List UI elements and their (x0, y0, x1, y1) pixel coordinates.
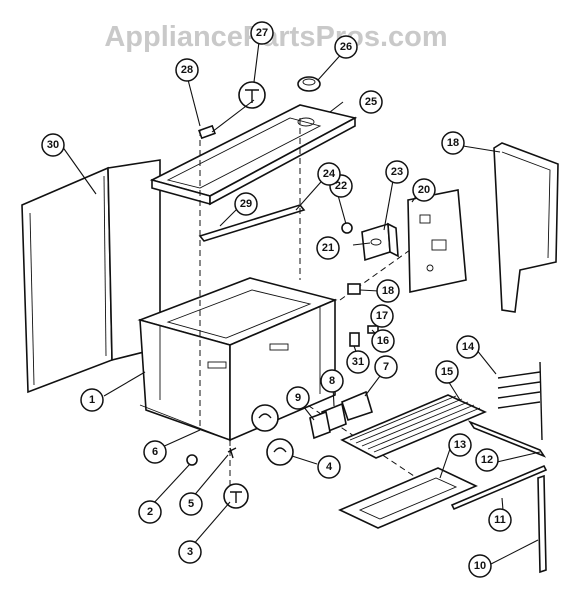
support-rail (198, 204, 306, 242)
bracket-9 (309, 410, 331, 440)
svg-text:14: 14 (462, 341, 475, 353)
callout-18-lower: 18 (376, 279, 400, 303)
svg-text:4: 4 (326, 461, 333, 473)
svg-text:2: 2 (147, 506, 153, 518)
callout-24: 24 (317, 162, 341, 186)
svg-text:9: 9 (295, 392, 301, 404)
trim-strip-11 (450, 464, 548, 511)
callout-15: 15 (435, 360, 459, 384)
svg-text:21: 21 (322, 242, 334, 254)
bracket-31 (349, 332, 360, 347)
svg-text:12: 12 (481, 454, 493, 466)
svg-text:5: 5 (188, 498, 194, 510)
front-frame (493, 142, 559, 313)
svg-text:27: 27 (256, 27, 268, 39)
top-grommet (297, 76, 321, 92)
callout-20: 20 (412, 178, 436, 202)
callout-8: 8 (320, 369, 344, 393)
callout-21: 21 (316, 236, 340, 260)
svg-text:25: 25 (365, 96, 377, 108)
clip-2 (186, 454, 198, 466)
filter-frame (338, 467, 478, 529)
callout-25: 25 (359, 90, 383, 114)
cabinet-shell (137, 277, 338, 442)
svg-text:1: 1 (89, 394, 95, 406)
louver-assembly (497, 361, 543, 441)
callout-31: 31 (346, 350, 370, 374)
callout-10: 10 (468, 554, 492, 578)
relay-18 (347, 283, 361, 295)
callout-6: 6 (143, 440, 167, 464)
svg-text:23: 23 (391, 166, 403, 178)
svg-text:3: 3 (187, 546, 193, 558)
side-panel-left (21, 159, 161, 394)
callout-27: 27 (250, 21, 274, 45)
svg-text:18: 18 (382, 285, 394, 297)
grille (340, 394, 487, 459)
svg-text:30: 30 (47, 139, 59, 151)
clip-16 (367, 325, 379, 334)
callout-29: 29 (234, 192, 258, 216)
svg-text:15: 15 (441, 366, 453, 378)
control-bracket (361, 222, 399, 262)
svg-text:17: 17 (376, 310, 388, 322)
control-panel (407, 189, 467, 293)
svg-text:10: 10 (474, 560, 486, 572)
svg-text:20: 20 (418, 184, 430, 196)
detail-circle-6 (251, 404, 279, 432)
top-cover (149, 104, 358, 206)
callout-7: 7 (374, 355, 398, 379)
svg-text:11: 11 (494, 514, 506, 526)
svg-text:8: 8 (329, 375, 335, 387)
bracket-7 (341, 390, 373, 422)
svg-text:29: 29 (240, 198, 252, 210)
callout-11: 11 (488, 508, 512, 532)
callout-2: 2 (138, 500, 162, 524)
trim-strip-10 (537, 474, 547, 574)
svg-text:7: 7 (383, 361, 389, 373)
detail-circle-4 (266, 438, 294, 466)
callout-1: 1 (80, 388, 104, 412)
callout-16: 16 (371, 329, 395, 353)
callout-18-upper: 18 (441, 131, 465, 155)
watermark: AppliancePartsPros.com (104, 21, 447, 53)
svg-text:31: 31 (352, 356, 364, 368)
svg-text:18: 18 (447, 137, 459, 149)
screw-detail-27 (238, 81, 266, 109)
callout-26: 26 (334, 35, 358, 59)
svg-text:24: 24 (323, 168, 336, 180)
callout-28: 28 (175, 58, 199, 82)
screw-5 (227, 447, 237, 459)
svg-text:13: 13 (454, 439, 466, 451)
svg-text:22: 22 (335, 180, 347, 192)
svg-text:16: 16 (377, 335, 389, 347)
svg-text:28: 28 (181, 64, 193, 76)
callout-23: 23 (385, 160, 409, 184)
callout-3: 3 (178, 540, 202, 564)
callout-13: 13 (448, 433, 472, 457)
rail-12 (467, 420, 547, 458)
svg-text:26: 26 (340, 41, 352, 53)
knob-22 (341, 222, 353, 234)
callout-12: 12 (475, 448, 499, 472)
callout-5: 5 (179, 492, 203, 516)
callout-4: 4 (317, 455, 341, 479)
callout-9: 9 (286, 386, 310, 410)
callout-17: 17 (370, 304, 394, 328)
callout-14: 14 (456, 335, 480, 359)
callout-30: 30 (41, 133, 65, 157)
svg-text:6: 6 (152, 446, 158, 458)
